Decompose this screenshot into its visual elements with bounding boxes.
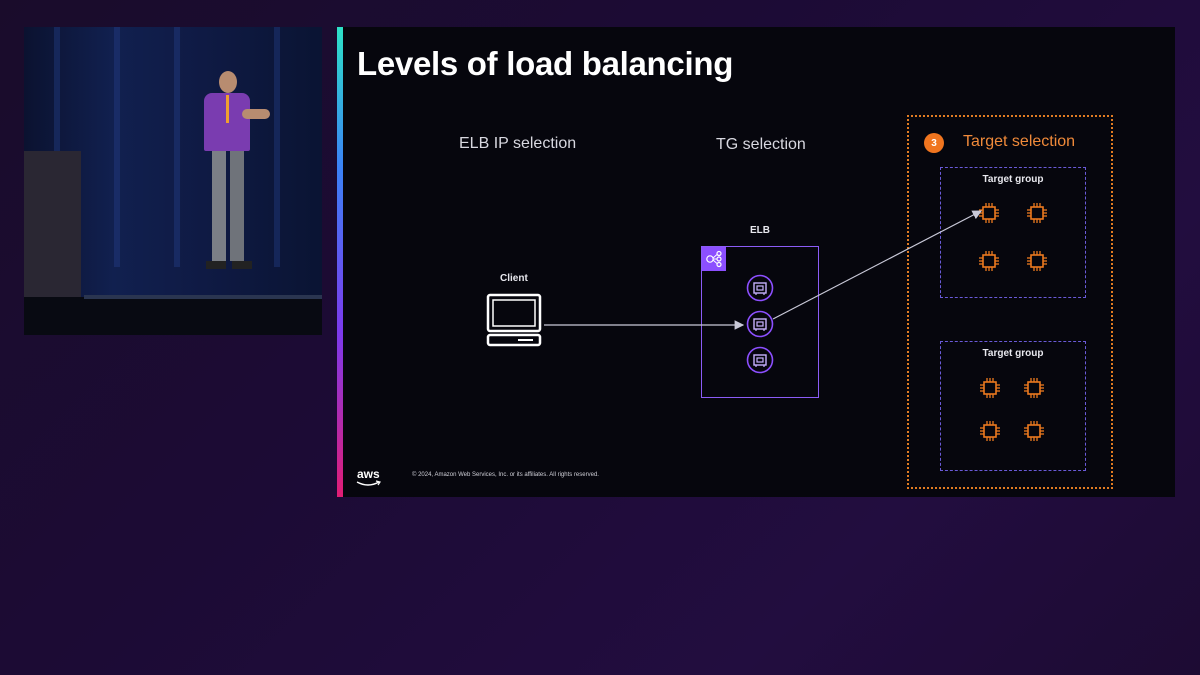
target-group-box: Target group	[940, 341, 1086, 471]
target-selection-title: Target selection	[963, 133, 1076, 150]
chip-icon	[980, 378, 1000, 398]
tg-selection-label: TG selection	[716, 136, 806, 153]
copyright-notice: © 2024, Amazon Web Services, Inc. or its…	[412, 472, 599, 478]
target-selection-region: 3 Target selection Target group Target g…	[907, 115, 1113, 489]
aws-logo: aws	[357, 467, 380, 481]
network-interface-icon	[746, 346, 774, 374]
speaker-video	[24, 27, 322, 335]
chip-icon	[1027, 251, 1047, 271]
step-number-badge: 3	[924, 133, 944, 153]
curtain-fold	[174, 27, 180, 267]
slide-title: Levels of load balancing	[357, 45, 734, 82]
elb-to-target-arrow	[772, 210, 983, 320]
chip-icon	[1024, 421, 1044, 441]
elb-box	[701, 246, 819, 398]
monitor-icon	[486, 293, 542, 347]
network-interface-icon	[746, 274, 774, 302]
curtain-fold	[274, 27, 280, 267]
speaker	[194, 71, 270, 321]
chip-icon	[979, 251, 999, 271]
chip-icon	[1024, 378, 1044, 398]
stage-floor	[24, 297, 322, 335]
elb-label: ELB	[750, 225, 770, 236]
flow-arrows	[544, 210, 983, 330]
elb-ip-selection-label: ELB IP selection	[459, 135, 577, 152]
chip-icon	[1027, 203, 1047, 223]
stage-edge	[84, 295, 322, 299]
presentation-slide: Levels of load balancing ELB IP selectio…	[337, 27, 1175, 497]
slide-accent-bar	[337, 27, 343, 497]
network-interface-icon	[746, 310, 774, 338]
target-group-label: Target group	[982, 348, 1044, 359]
curtain-fold	[54, 27, 60, 267]
curtain-fold	[114, 27, 120, 267]
target-group-label: Target group	[982, 174, 1044, 185]
elb-icon	[702, 247, 726, 271]
aws-smile-icon	[356, 480, 381, 486]
podium	[24, 151, 81, 301]
client-label: Client	[500, 273, 528, 284]
chip-icon	[980, 421, 1000, 441]
